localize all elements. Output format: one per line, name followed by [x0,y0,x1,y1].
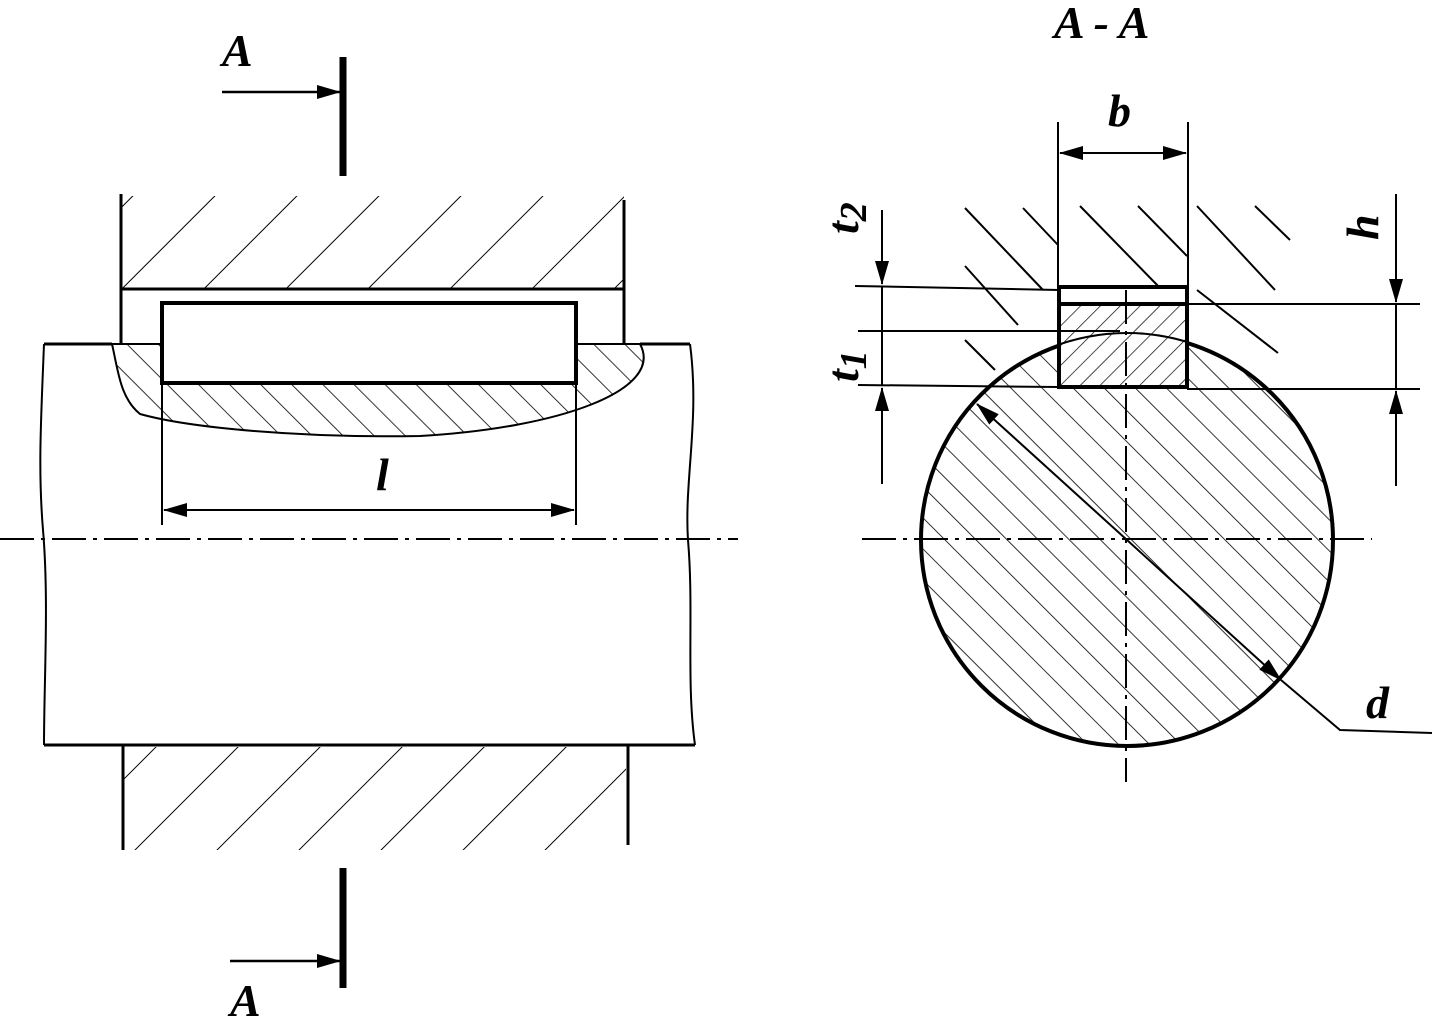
hub-section-fragment [964,205,1291,371]
key-cross-section [1057,285,1189,389]
shaft-depth-label: t1 [817,350,875,382]
hub-upper-section [119,194,626,344]
key-height-label: h [1337,214,1388,240]
hub-lower-section [121,745,630,850]
dimension-key-length: l [161,383,577,525]
section-label-top: A [219,25,253,76]
hub-depth-label: t2 [817,202,875,234]
shaft-diameter-label: d [1366,677,1390,728]
longitudinal-view: A A [0,25,738,1019]
cross-section-view: A - A b [817,0,1432,782]
dimension-shaft-diameter: d [976,403,1432,734]
dimension-groove-depths: t2 t1 [817,202,1120,484]
key-width-label: b [1108,85,1131,136]
key-length-label: l [376,449,389,500]
section-label-bottom: A [227,975,261,1019]
key-body [160,301,578,385]
section-marker-top: A [219,25,347,176]
dimension-key-height: h [1187,194,1420,486]
dimension-key-width: b [1057,85,1189,290]
section-title: A - A [1051,0,1149,48]
section-marker-bottom: A [227,868,347,1019]
